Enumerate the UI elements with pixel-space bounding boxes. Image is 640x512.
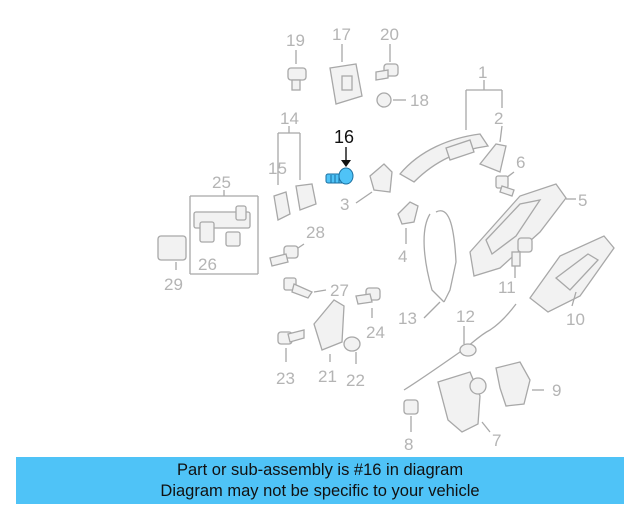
handle-frame-5 (469, 183, 576, 277)
banner-line-2: Diagram may not be specific to your vehi… (160, 482, 480, 500)
inner-handle-10 (529, 235, 615, 313)
label-9: 9 (552, 381, 561, 400)
cable-12 (403, 303, 517, 391)
label-15: 15 (268, 159, 287, 178)
label-16: 16 (334, 127, 354, 147)
label-2: 2 (494, 109, 503, 128)
bolt-28 (269, 243, 305, 267)
bolt-20 (375, 44, 399, 81)
label-26: 26 (198, 255, 217, 274)
label-29: 29 (164, 275, 183, 294)
label-6: 6 (516, 153, 525, 172)
label-1: 1 (478, 63, 487, 82)
nut-18 (376, 92, 406, 108)
cap-22 (343, 336, 361, 364)
label-24: 24 (366, 323, 385, 342)
outer-handle-1 (399, 80, 503, 183)
label-5: 5 (578, 191, 587, 210)
banner-line-1: Part or sub-assembly is #16 in diagram (176, 461, 464, 479)
label-19: 19 (286, 31, 305, 50)
bolt-8 (403, 399, 419, 432)
label-18: 18 (410, 91, 429, 110)
hinge-21 (313, 299, 345, 362)
bolt-11 (511, 237, 533, 278)
latch-7 (437, 371, 491, 433)
bolt-19 (287, 50, 307, 91)
label-12: 12 (456, 307, 475, 326)
label-7: 7 (492, 431, 501, 450)
bumper-29 (157, 235, 187, 270)
label-21: 21 (318, 367, 337, 386)
info-banner: Part or sub-assembly is #16 in diagram D… (16, 457, 624, 504)
label-3: 3 (340, 195, 349, 214)
bolt-6 (495, 171, 515, 197)
label-13: 13 (398, 309, 417, 328)
label-4: 4 (398, 247, 407, 266)
label-8: 8 (404, 435, 413, 454)
bolt-24 (355, 287, 381, 318)
check-link-25 (189, 190, 259, 275)
rod-13 (423, 210, 457, 319)
label-17: 17 (332, 25, 351, 44)
label-22: 22 (346, 371, 365, 390)
hinge-17 (329, 44, 363, 105)
label-28: 28 (306, 223, 325, 242)
bolt-16 (325, 147, 354, 185)
label-27: 27 (330, 281, 349, 300)
label-20: 20 (380, 25, 399, 44)
bolt-23 (277, 329, 305, 362)
bracket-9 (495, 361, 544, 407)
bracket-4 (397, 201, 419, 244)
bracket-14 (273, 126, 317, 221)
bracket-3 (355, 163, 393, 204)
label-14: 14 (280, 109, 299, 128)
label-11: 11 (498, 278, 516, 297)
label-25: 25 (212, 173, 231, 192)
label-10: 10 (566, 310, 585, 329)
bolt-27 (283, 277, 327, 299)
label-23: 23 (276, 369, 295, 388)
cover-2 (478, 125, 507, 173)
